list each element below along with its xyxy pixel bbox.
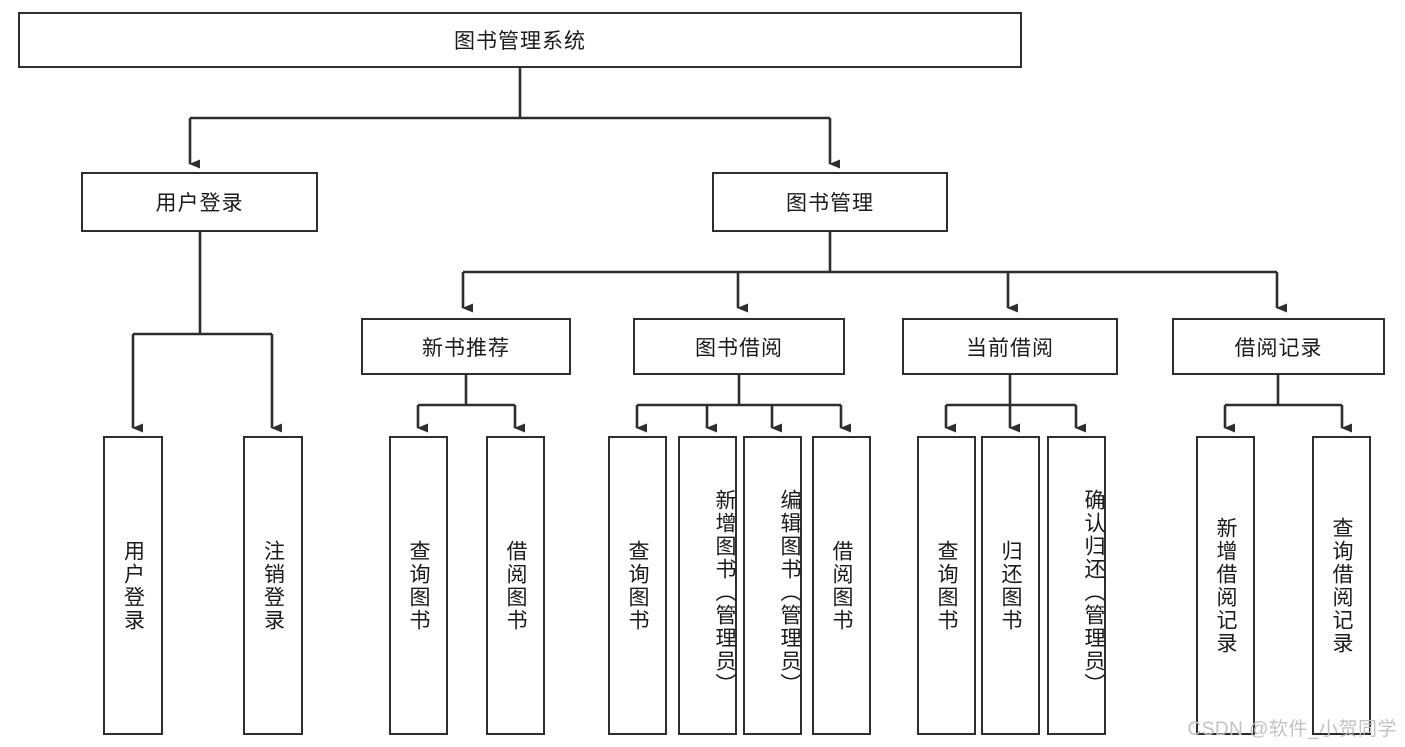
node-label: 图书管理 bbox=[786, 192, 874, 215]
leaf-borrow-query-book[interactable]: 查询图书 bbox=[608, 436, 667, 735]
node-label: 借阅记录 bbox=[1234, 336, 1323, 360]
leaf-records-add-record[interactable]: 新增借阅记录 bbox=[1196, 436, 1255, 735]
leaf-borrow-add-book-admin[interactable]: 新增图书（管理员） bbox=[678, 436, 737, 735]
node-library-management-system[interactable]: 图书管理系统 bbox=[18, 12, 1022, 68]
leaf-records-query-record[interactable]: 查询借阅记录 bbox=[1312, 436, 1371, 735]
node-label: 查询图书 bbox=[407, 539, 430, 632]
leaf-new-book-query[interactable]: 查询图书 bbox=[389, 436, 448, 735]
node-new-book-recommendation[interactable]: 新书推荐 bbox=[361, 318, 571, 375]
node-label: 新书推荐 bbox=[422, 336, 510, 360]
node-label: 借阅图书 bbox=[830, 539, 853, 632]
node-book-management[interactable]: 图书管理 bbox=[712, 172, 948, 232]
leaf-new-book-borrow[interactable]: 借阅图书 bbox=[486, 436, 545, 735]
node-label: 用户登录 bbox=[155, 192, 244, 215]
node-label: 新增借阅记录 bbox=[1214, 516, 1237, 655]
node-label: 查询借阅记录 bbox=[1330, 516, 1353, 655]
node-user-login[interactable]: 用户登录 bbox=[81, 172, 318, 232]
node-label: 查询图书 bbox=[626, 539, 649, 632]
node-book-borrowing[interactable]: 图书借阅 bbox=[633, 318, 845, 375]
leaf-current-confirm-return-admin[interactable]: 确认归还（管理员） bbox=[1047, 436, 1106, 735]
node-label: 图书管理系统 bbox=[454, 30, 586, 53]
csdn-watermark: CSDN @软件_小贺同学 bbox=[1187, 719, 1397, 740]
node-label: 查询图书 bbox=[935, 539, 958, 632]
node-label: 注销登录 bbox=[261, 539, 285, 632]
node-label: 当前借阅 bbox=[966, 336, 1054, 360]
node-borrowing-records[interactable]: 借阅记录 bbox=[1172, 318, 1385, 375]
node-label: 图书借阅 bbox=[695, 336, 783, 360]
node-label: 用户登录 bbox=[121, 539, 145, 632]
node-label: 归还图书 bbox=[999, 539, 1022, 632]
leaf-borrow-borrow-book[interactable]: 借阅图书 bbox=[812, 436, 871, 735]
node-label: 新增图书（管理员） bbox=[713, 489, 736, 696]
leaf-user-login-logout[interactable]: 注销登录 bbox=[243, 436, 303, 735]
leaf-current-query-book[interactable]: 查询图书 bbox=[917, 436, 976, 735]
node-label: 确认归还（管理员） bbox=[1082, 489, 1105, 696]
leaf-borrow-edit-book-admin[interactable]: 编辑图书（管理员） bbox=[743, 436, 802, 735]
node-label: 借阅图书 bbox=[504, 539, 527, 632]
leaf-user-login-login[interactable]: 用户登录 bbox=[103, 436, 163, 735]
node-label: 编辑图书（管理员） bbox=[778, 489, 801, 696]
node-current-borrowing[interactable]: 当前借阅 bbox=[902, 318, 1118, 375]
leaf-current-return-book[interactable]: 归还图书 bbox=[981, 436, 1040, 735]
